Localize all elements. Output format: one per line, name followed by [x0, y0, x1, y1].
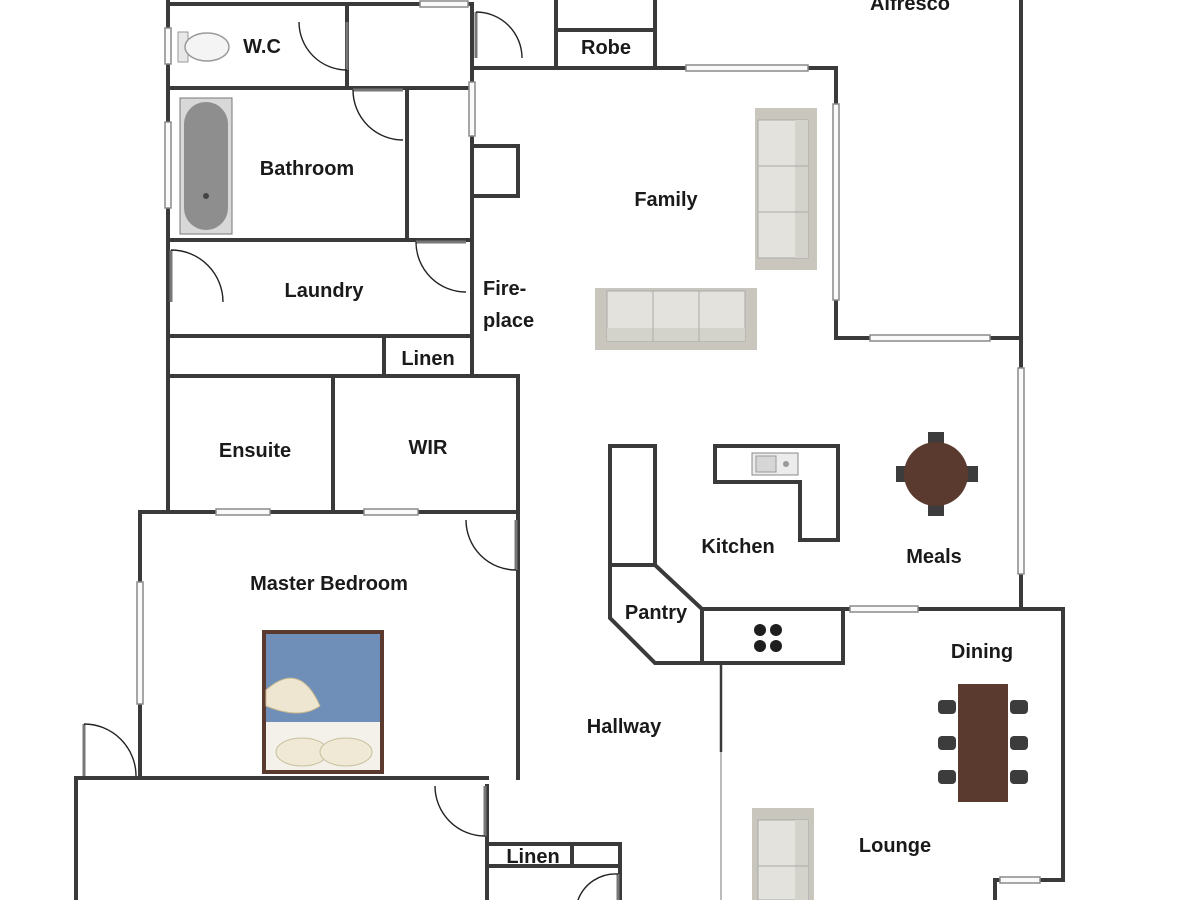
- label-linen-bottom: Linen: [506, 846, 559, 868]
- label-ensuite: Ensuite: [219, 440, 291, 462]
- cooktop-icon: [754, 624, 782, 652]
- door-bathroom[interactable]: [352, 88, 404, 141]
- label-wc: W.C: [243, 36, 281, 58]
- label-bathroom: Bathroom: [260, 158, 354, 180]
- sink-icon: [751, 452, 799, 476]
- door-laundry-east[interactable]: [415, 240, 467, 293]
- label-alfresco: Alfresco: [870, 0, 950, 15]
- room-labels: Alfresco Robe W.C Bathroom Family Laundr…: [219, 0, 1013, 868]
- label-fireplace-line1: Fire-: [483, 278, 526, 300]
- label-dining: Dining: [951, 641, 1013, 663]
- windows: [136, 0, 1041, 884]
- label-lounge: Lounge: [859, 835, 931, 857]
- door-entry-top[interactable]: [474, 11, 523, 59]
- label-robe: Robe: [581, 37, 631, 59]
- door-master-bedroom[interactable]: [465, 519, 518, 571]
- label-laundry: Laundry: [285, 280, 365, 302]
- bed-icon: [262, 630, 384, 774]
- label-family: Family: [634, 189, 698, 211]
- label-meals: Meals: [906, 546, 962, 568]
- bathtub-icon: [179, 97, 233, 235]
- label-pantry: Pantry: [625, 602, 688, 624]
- label-wir: WIR: [409, 437, 448, 459]
- sofa-icon: [752, 808, 814, 900]
- sofa-icon: [755, 108, 817, 270]
- door-laundry-west[interactable]: [169, 249, 224, 303]
- door-bottom-small[interactable]: [577, 873, 620, 900]
- round-table-icon: [896, 432, 978, 516]
- label-kitchen: Kitchen: [701, 536, 774, 558]
- toilet-icon: [177, 31, 230, 63]
- dining-table-icon: [938, 684, 1028, 802]
- label-master-bedroom: Master Bedroom: [250, 573, 408, 595]
- door-bedroom-south[interactable]: [434, 785, 487, 837]
- door-bedroom-west[interactable]: [82, 723, 137, 777]
- sofa-icon: [595, 288, 757, 350]
- door-wc[interactable]: [298, 21, 349, 71]
- label-fireplace-line2: place: [483, 310, 534, 332]
- label-hallway: Hallway: [587, 716, 662, 738]
- doors: [82, 11, 620, 900]
- label-linen-top: Linen: [401, 348, 454, 370]
